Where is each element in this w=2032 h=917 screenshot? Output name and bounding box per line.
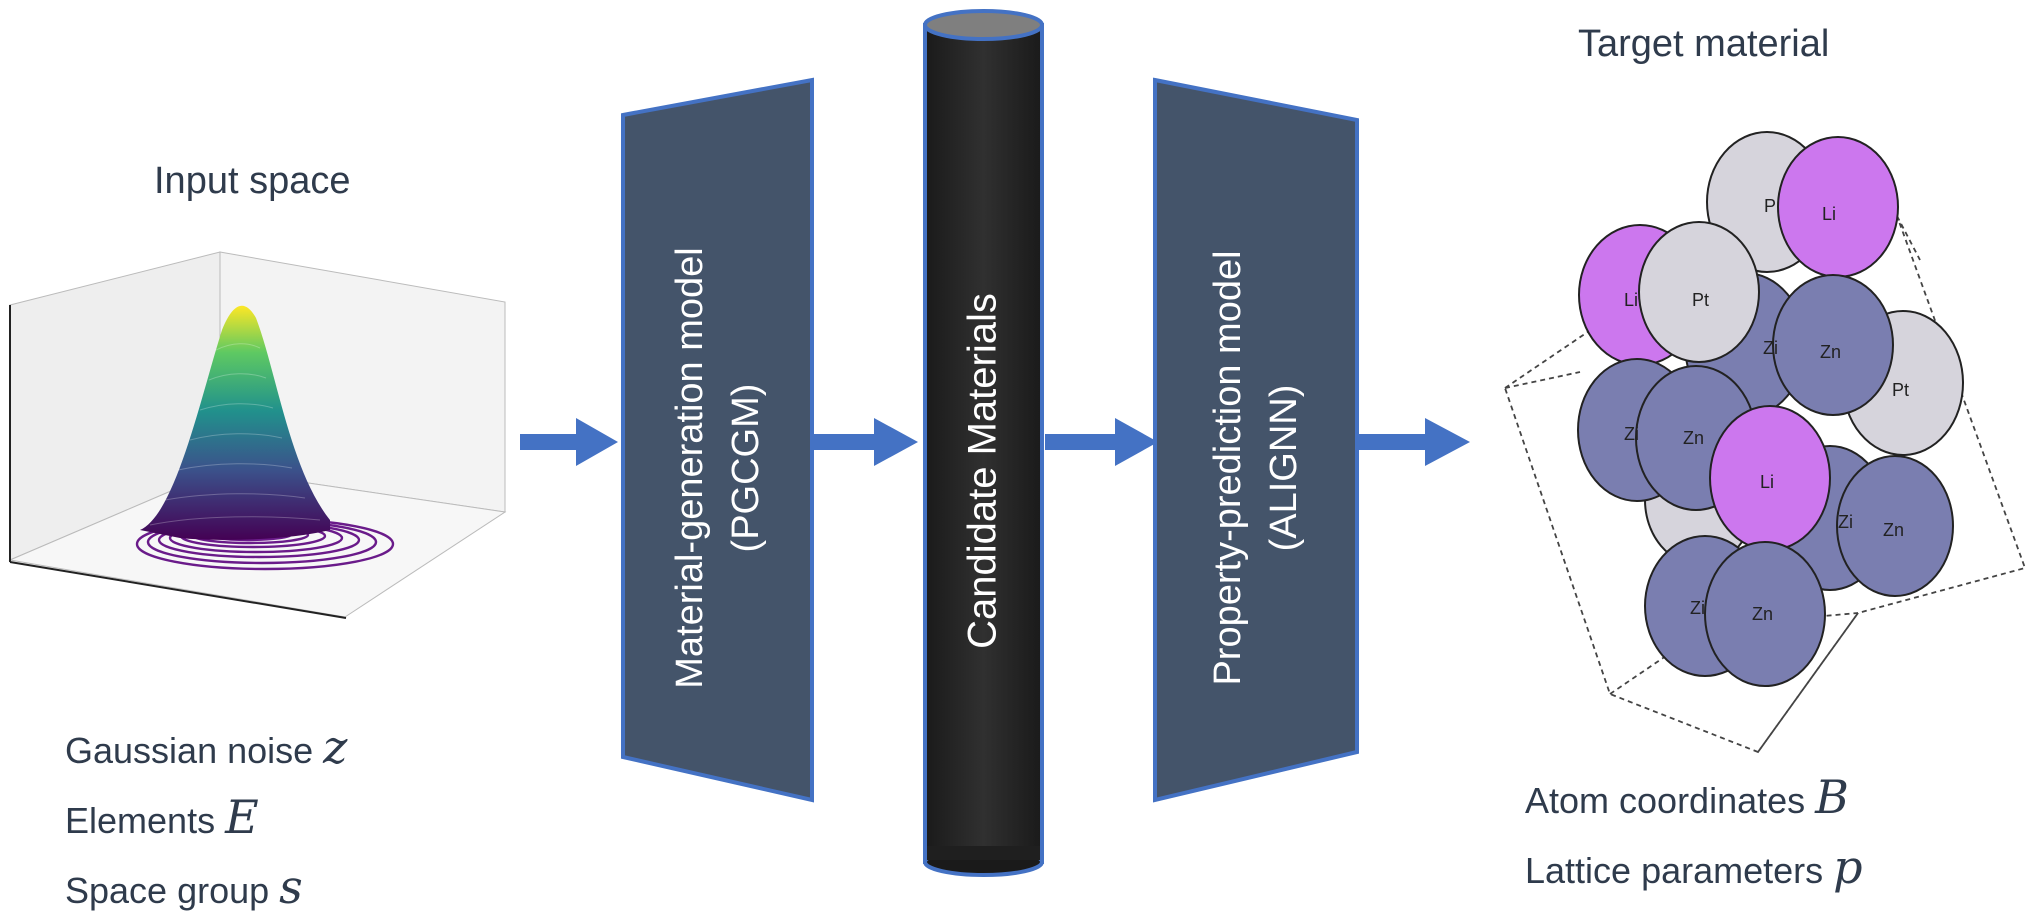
atom-label: Zi [1624,424,1639,444]
generation-model-abbrev: (PGCGM) [725,383,767,553]
output-item-lattice-parameters: Lattice parameters p [1525,840,1863,894]
output-item-atom-coordinates: Atom coordinates B [1525,770,1849,824]
candidate-cylinder [923,9,1044,877]
input-item-label: Space group [65,870,270,911]
atom-labels: P Li Li Pt Zi Zn Pt Zi Zn Li Zi Zn Zi Zn [1624,196,1909,624]
atom-zn-upper [1772,274,1894,416]
candidate-materials-label: Candidate Materials [960,293,1005,649]
atom-label: Zi [1763,338,1778,358]
arrow-generation-to-candidates [812,418,918,466]
prediction-model-abbrev: (ALIGNN) [1263,384,1305,552]
atom-label: Pt [1692,290,1709,310]
output-item-variable: B [1815,770,1849,824]
output-item-label: Lattice parameters [1525,850,1824,891]
atom-label: Li [1822,204,1836,224]
atom-zn-right [1836,455,1954,597]
input-space-title: Input space [154,160,351,202]
atom-label: Zn [1820,342,1841,362]
atom-label: Zi [1838,512,1853,532]
plot-axis-bottom [9,561,347,619]
atom-label: Zn [1883,520,1904,540]
arrow-candidates-to-prediction [1045,418,1158,466]
atoms [1577,131,1964,687]
atom-label: Li [1624,290,1638,310]
input-item-label: Gaussian noise [65,730,314,771]
prediction-model-block [1153,77,1359,803]
atom-label: Li [1760,472,1774,492]
input-item-space-group: Space group s [65,860,303,914]
gaussian-surface [140,305,330,540]
input-item-variable: s [279,860,303,914]
atom-zn-bottom [1704,541,1826,687]
atom-label: P [1764,196,1776,216]
atom-label: Zn [1683,428,1704,448]
prediction-model-label: Property-prediction model (ALIGNN) [1200,250,1312,685]
generation-model-block [621,77,814,803]
crystal-structure: P Li Li Pt Zi Zn Pt Zi Zn Li Zi Zn Zi Zn [1504,131,2027,754]
atom-label: Pt [1892,380,1909,400]
cylinder-top [923,9,1044,41]
arrow-prediction-to-output [1357,418,1470,466]
atom-label: Zn [1752,604,1773,624]
atom-pt-front [1638,221,1760,363]
input-item-elements: Elements E [65,790,259,844]
input-item-label: Elements [65,800,216,841]
prediction-model-name: Property-prediction model [1207,250,1249,686]
gaussian-plot [8,251,507,619]
input-item-variable: z [323,720,348,774]
atom-li-top [1777,136,1899,278]
output-item-label: Atom coordinates [1525,780,1806,821]
target-material-title: Target material [1578,23,1830,65]
input-item-variable: E [225,790,259,844]
input-item-gaussian-noise: Gaussian noise z [65,720,347,774]
surface-mesh-lines [149,343,321,526]
atom-label: Zi [1690,598,1705,618]
generation-model-label: Material-generation model (PGCGM) [662,247,774,688]
generation-model-name: Material-generation model [669,247,711,689]
output-item-variable: p [1833,840,1863,894]
arrow-input-to-generation [520,418,618,466]
